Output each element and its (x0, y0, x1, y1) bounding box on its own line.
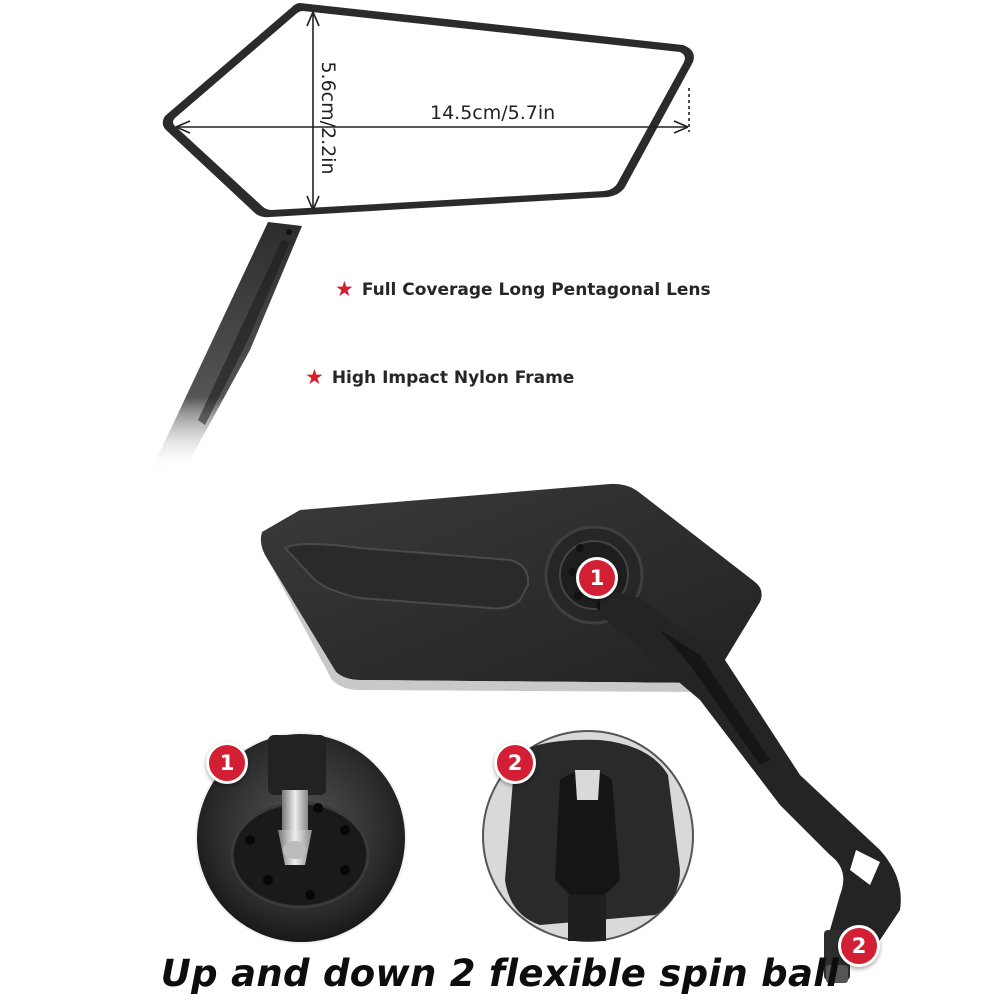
feature-text: High Impact Nylon Frame (331, 367, 575, 388)
detail-circle-ball-joint (195, 732, 407, 944)
star-icon: ★ (305, 365, 324, 389)
bottom-mirror-arm (600, 588, 901, 983)
number-badge: 2 (494, 742, 536, 784)
detail-circle-swivel-joint (482, 730, 694, 942)
star-icon: ★ (335, 277, 354, 301)
number-badge: 2 (838, 925, 880, 967)
height-dimension-label: 5.6cm/2.2in (317, 61, 339, 175)
caption: Up and down 2 flexible spin ball (160, 952, 840, 995)
number-badge: 1 (576, 557, 618, 599)
top-mirror-front (162, 3, 694, 218)
feature-frame: ★ High Impact Nylon Frame (305, 367, 574, 388)
feature-text: Full Coverage Long Pentagonal Lens (361, 279, 711, 300)
dimension-lines (175, 11, 690, 211)
width-dimension-label: 14.5cm/5.7in (430, 102, 556, 124)
feature-lens: ★ Full Coverage Long Pentagonal Lens (335, 279, 711, 300)
top-mirror-arm (150, 222, 302, 472)
number-badge: 1 (206, 742, 248, 784)
